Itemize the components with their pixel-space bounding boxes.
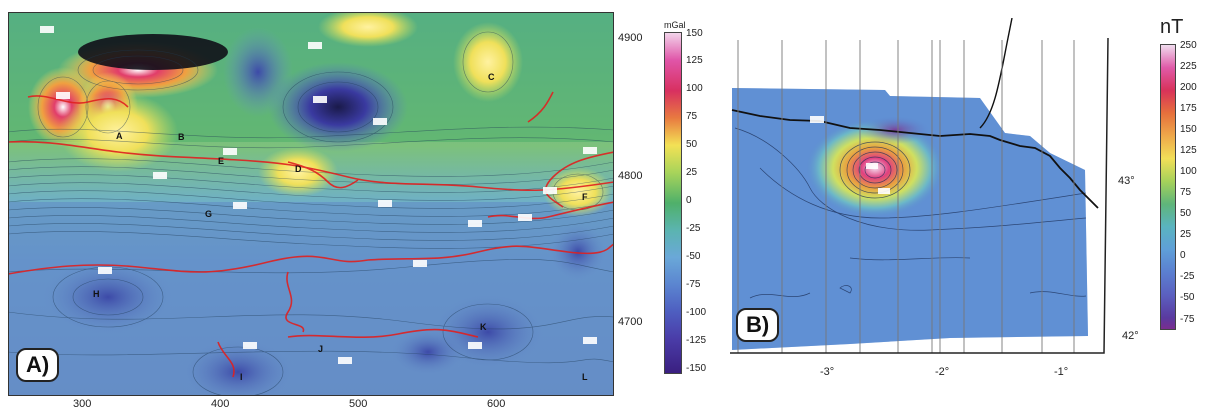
gravity-x-tick-300: 300 bbox=[73, 398, 92, 410]
magnetic-x-tick-neg2: -2° bbox=[935, 366, 950, 378]
anomaly-letter-h: H bbox=[93, 289, 100, 299]
gravity-y-tick-4700: 4700 bbox=[618, 316, 643, 328]
magnetic-map-image bbox=[730, 17, 1109, 354]
magnetic-colorbar-unit: nT bbox=[1160, 16, 1184, 38]
gravity-cb-tick-neg150: -150 bbox=[686, 363, 707, 374]
panel-a-tag: A) bbox=[16, 348, 60, 382]
gravity-x-tick-500: 500 bbox=[349, 398, 368, 410]
magnetic-cb-tick-0: 0 bbox=[1180, 250, 1186, 261]
gravity-map-panel: A B C D E F G H I J K L A) bbox=[7, 7, 615, 407]
gravity-cb-tick-75: 75 bbox=[686, 111, 698, 122]
magnetic-x-tick-neg1: -1° bbox=[1054, 366, 1069, 378]
magnetic-y-tick-42: 42° bbox=[1122, 330, 1139, 342]
magnetic-cb-tick-200: 200 bbox=[1180, 82, 1197, 93]
gravity-cb-tick-125: 125 bbox=[686, 55, 703, 66]
gravity-cb-tick-50: 50 bbox=[686, 139, 698, 150]
magnetic-cb-tick-neg25: -25 bbox=[1180, 271, 1195, 282]
anomaly-letter-i: I bbox=[240, 372, 243, 382]
anomaly-letter-j: J bbox=[318, 344, 323, 354]
anomaly-letter-a: A bbox=[116, 131, 123, 141]
anomaly-letter-k: K bbox=[480, 322, 487, 332]
gravity-cb-tick-neg50: -50 bbox=[686, 251, 701, 262]
magnetic-cb-tick-250: 250 bbox=[1180, 40, 1197, 51]
gravity-cb-tick-neg125: -125 bbox=[686, 335, 707, 346]
gravity-cb-tick-150: 150 bbox=[686, 28, 703, 39]
magnetic-cb-tick-75: 75 bbox=[1180, 187, 1192, 198]
anomaly-letter-g: G bbox=[205, 209, 212, 219]
magnetic-x-tick-neg3: -3° bbox=[820, 366, 835, 378]
magnetic-cb-tick-150: 150 bbox=[1180, 124, 1197, 135]
gravity-y-tick-4900: 4900 bbox=[618, 32, 643, 44]
gravity-colorbar-unit: mGal bbox=[664, 20, 686, 30]
gravity-cb-tick-neg100: -100 bbox=[686, 307, 707, 318]
anomaly-letter-f: F bbox=[582, 192, 588, 202]
gravity-map-image: A B C D E F G H I J K L bbox=[7, 7, 615, 407]
anomaly-letter-l: L bbox=[582, 372, 588, 382]
magnetic-cb-tick-neg75: -75 bbox=[1180, 314, 1195, 325]
gravity-cb-tick-neg75: -75 bbox=[686, 279, 701, 290]
gravity-x-tick-400: 400 bbox=[211, 398, 230, 410]
magnetic-cb-tick-100: 100 bbox=[1180, 166, 1197, 177]
magnetic-colorbar bbox=[1160, 44, 1176, 330]
anomaly-letter-b: B bbox=[178, 132, 185, 142]
gravity-colorbar bbox=[664, 32, 682, 374]
anomaly-letter-e: E bbox=[218, 156, 224, 166]
anomaly-letter-d: D bbox=[295, 164, 302, 174]
magnetic-cb-tick-50: 50 bbox=[1180, 208, 1192, 219]
gravity-cb-tick-100: 100 bbox=[686, 83, 703, 94]
magnetic-cb-tick-125: 125 bbox=[1180, 145, 1197, 156]
magnetic-cb-tick-225: 225 bbox=[1180, 61, 1197, 72]
magnetic-cb-tick-25: 25 bbox=[1180, 229, 1192, 240]
magnetic-y-tick-43: 43° bbox=[1118, 175, 1135, 187]
gravity-y-tick-4800: 4800 bbox=[618, 170, 643, 182]
gravity-cb-tick-25: 25 bbox=[686, 167, 698, 178]
gravity-cb-tick-0: 0 bbox=[686, 195, 692, 206]
magnetic-cb-tick-175: 175 bbox=[1180, 103, 1197, 114]
gravity-x-tick-600: 600 bbox=[487, 398, 506, 410]
magnetic-cb-tick-neg50: -50 bbox=[1180, 292, 1195, 303]
gravity-cb-tick-neg25: -25 bbox=[686, 223, 701, 234]
magnetic-map-panel: B) bbox=[730, 17, 1120, 373]
panel-b-tag: B) bbox=[736, 308, 780, 342]
anomaly-letter-c: C bbox=[488, 72, 495, 82]
